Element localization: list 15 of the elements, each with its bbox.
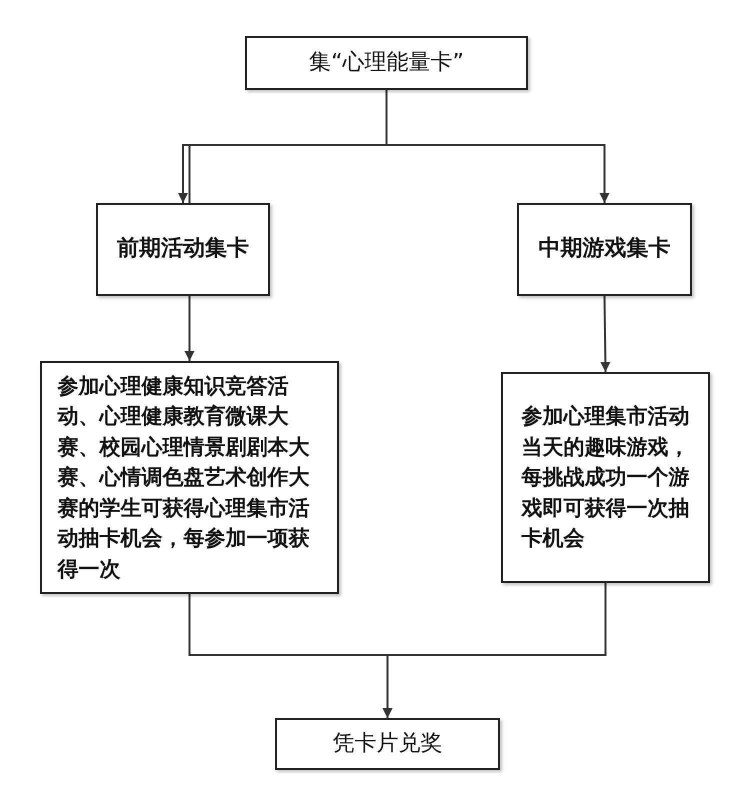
arrow [382,583,606,718]
box-text: 参加心理集市活动当天的趣味游戏，每挑战成功一个游戏即可获得一次抽卡机会 [522,403,690,552]
arrow [600,296,610,372]
process-box [501,372,710,583]
arrow [386,90,610,203]
box-text: 参加心理健康知识竞答活动、心理健康教育微课大赛、校园心理情景剧剧本大赛、心情调色盘艺术创作大赛的学生可获得心理集市活动抽卡机会，每参加一项获得一次 [58,372,310,583]
process-box [245,36,528,90]
process-box [275,718,500,770]
box-text: 集“心理能量卡” [309,50,464,76]
process-box [40,361,339,594]
box-text: 凭卡片兑奖 [332,730,442,758]
process-box [96,203,270,296]
process-box [517,203,692,296]
box-text: 中期游戏集卡 [538,236,670,263]
box-text: 前期活动集卡 [117,236,249,263]
